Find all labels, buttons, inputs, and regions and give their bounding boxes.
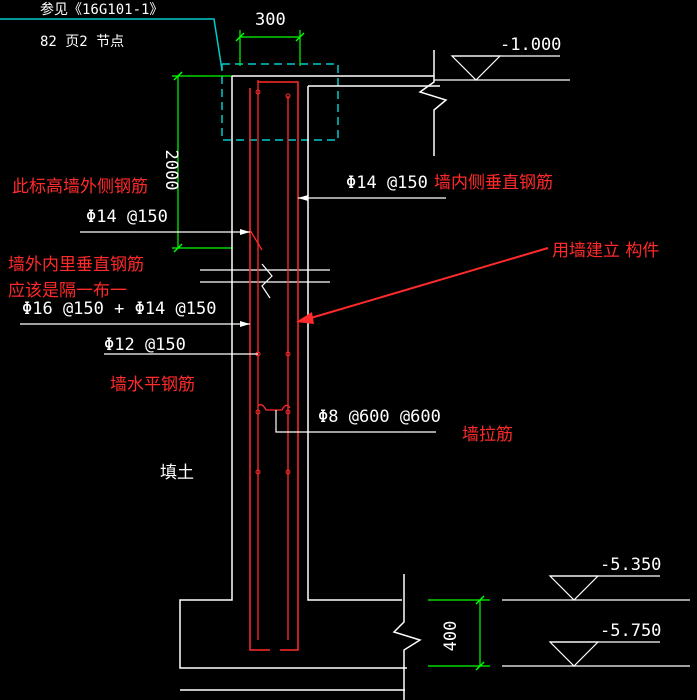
- dim-300-text: 300: [255, 10, 286, 30]
- rebar-dot: [255, 469, 261, 475]
- rebar-dot: [255, 89, 261, 95]
- dim-2000-tick-bottom: [173, 243, 183, 253]
- wall-outline-left: [179, 76, 407, 669]
- annotation-alternate-line2: 应该是隔一布一: [8, 281, 127, 301]
- elevation-upper-base-triangle: [548, 575, 600, 601]
- dim-400-tick-top: [475, 595, 485, 605]
- annotation-arrow-line: [303, 247, 549, 321]
- reference-note-line1: 参见《16G101-1》: [40, 1, 163, 18]
- rebar-lap-mark: [249, 229, 263, 251]
- top-break-line: [418, 50, 448, 156]
- elevation-top-text: -1.000: [500, 35, 561, 55]
- annotation-tie: 墙拉筋: [462, 425, 513, 445]
- dim-2000-tick-top: [173, 71, 183, 81]
- annotation-inner-vertical: 墙内侧垂直钢筋: [434, 173, 553, 193]
- inner-vertical-rebar: [258, 81, 299, 651]
- annotation-alternate-line1: 墙外内里垂直钢筋: [8, 255, 144, 275]
- leader-tie: [275, 410, 436, 433]
- outer-vertical-rebar: [249, 88, 270, 651]
- rebar-label-tie: Φ8 @600 @600: [318, 407, 441, 427]
- rebar-dot: [285, 469, 291, 475]
- leader-arrow: [298, 195, 308, 201]
- annotation-outer-high: 此标高墙外侧钢筋: [12, 177, 148, 197]
- reference-leader: [0, 18, 223, 71]
- dim-400-text: 400: [441, 621, 461, 652]
- leader-arrow: [240, 321, 250, 327]
- elevation-lower-base-text: -5.750: [600, 621, 661, 641]
- annotation-arrow-head: [296, 312, 314, 324]
- rebar-dot: [285, 351, 291, 357]
- annotation-use-wall: 用墙建立 构件: [552, 241, 659, 261]
- soil-label: 填土: [160, 463, 194, 483]
- leader-arrow: [240, 229, 250, 235]
- elevation-top-triangle: [450, 55, 502, 81]
- rebar-label-horizontal: Φ12 @150: [104, 335, 186, 355]
- dim-2000-text: 2000: [161, 150, 181, 191]
- rebar-dot: [285, 93, 291, 99]
- rebar-label-outer-high: Φ14 @150: [86, 207, 168, 227]
- dim-400-tick-bottom: [475, 661, 485, 671]
- base-break-line: [392, 574, 422, 700]
- rebar-label-outer-combined: Φ16 @150 + Φ14 @150: [22, 299, 216, 319]
- dim-300-tick-right: [295, 32, 305, 42]
- rebar-label-inner-vertical: Φ14 @150: [346, 173, 428, 193]
- reference-note-line2: 82 页2 节点: [40, 34, 124, 50]
- wall-outline-right: [307, 86, 402, 601]
- tie-rebar: [257, 404, 291, 411]
- rebar-dot: [255, 409, 261, 415]
- annotation-horizontal: 墙水平钢筋: [110, 375, 195, 395]
- rebar-dot: [285, 409, 291, 415]
- elevation-upper-base-text: -5.350: [600, 555, 661, 575]
- dim-300-tick-left: [235, 32, 245, 42]
- elevation-lower-base-triangle: [548, 641, 600, 667]
- wall-break-zigzag: [261, 263, 273, 299]
